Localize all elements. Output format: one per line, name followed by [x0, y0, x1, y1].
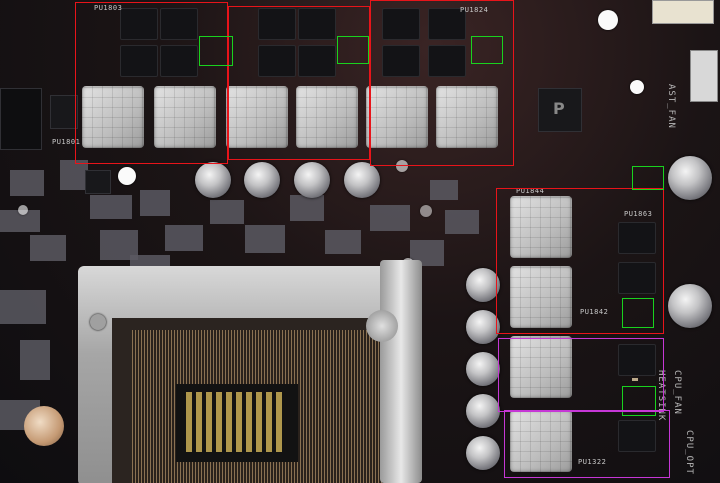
- pwm-controller: P: [538, 88, 582, 132]
- mosfet: [160, 45, 198, 77]
- silk-label: PU1322: [578, 458, 607, 466]
- choke: [510, 336, 572, 398]
- mosfet: [428, 45, 466, 77]
- mosfet: [618, 344, 656, 376]
- silk-label: PU1844: [516, 187, 545, 195]
- mosfet: [298, 8, 336, 40]
- capacitor: [466, 436, 500, 470]
- silk-label: PU1842: [580, 308, 609, 316]
- silk-label: PU1801: [52, 138, 81, 146]
- pin-header: [0, 88, 42, 150]
- capacitor: [466, 352, 500, 386]
- ic-chip: [85, 170, 111, 194]
- camo-pattern: [30, 235, 66, 261]
- fan-header: [690, 50, 718, 102]
- capacitor: [466, 268, 500, 302]
- mounting-hole: [630, 80, 644, 94]
- mosfet: [618, 420, 656, 452]
- mosfet: [258, 8, 296, 40]
- choke: [154, 86, 216, 148]
- annotation-box-green: [471, 36, 503, 64]
- annotation-box-green: [199, 36, 233, 66]
- capacitor: [244, 162, 280, 198]
- mosfet: [160, 8, 198, 40]
- camo-pattern: [370, 205, 410, 231]
- silk-label: PU1863: [624, 210, 653, 218]
- socket-center: [176, 384, 298, 462]
- mosfet: [120, 45, 158, 77]
- mosfet: [618, 262, 656, 294]
- mounting-hole: [598, 10, 618, 30]
- mounting-hole: [18, 205, 28, 215]
- camo-pattern: [445, 210, 479, 234]
- mosfet: [120, 8, 158, 40]
- annotation-box-green: [622, 386, 656, 416]
- load-lever: [380, 260, 422, 483]
- power-connector: [652, 0, 714, 24]
- camo-pattern: [20, 340, 50, 380]
- capacitor: [668, 284, 712, 328]
- camo-pattern: [430, 180, 458, 200]
- camo-pattern: [0, 290, 46, 324]
- camo-pattern: [10, 170, 44, 196]
- choke: [226, 86, 288, 148]
- mosfet: [428, 8, 466, 40]
- camo-pattern: [245, 225, 285, 253]
- choke: [510, 196, 572, 258]
- smd-resistor: [632, 378, 638, 381]
- controller-logo: P: [553, 99, 565, 118]
- mosfet: [258, 45, 296, 77]
- camo-pattern: [210, 200, 244, 224]
- socket-pivot: [90, 314, 106, 330]
- capacitor: [344, 162, 380, 198]
- annotation-box-green: [622, 298, 654, 328]
- silk-label: PU1803: [94, 4, 123, 12]
- ic-chip: [50, 95, 78, 129]
- capacitor: [466, 310, 500, 344]
- camo-pattern: [90, 195, 132, 219]
- mosfet: [382, 45, 420, 77]
- capacitor: [294, 162, 330, 198]
- camo-pattern: [60, 160, 88, 190]
- capacitor: [668, 156, 712, 200]
- mosfet: [298, 45, 336, 77]
- capacitor: [195, 162, 231, 198]
- camo-pattern: [0, 210, 40, 232]
- mounting-hole: [118, 167, 136, 185]
- choke: [436, 86, 498, 148]
- annotation-box-green: [632, 166, 664, 190]
- mosfet: [618, 222, 656, 254]
- mounting-hole: [420, 205, 432, 217]
- mosfet: [382, 8, 420, 40]
- silk-label: PU1824: [460, 6, 489, 14]
- socket-screw: [24, 406, 64, 446]
- silk-label-heatsink: HEATSINK: [656, 370, 666, 422]
- camo-pattern: [290, 195, 324, 221]
- silk-label-cpu-fan: CPU_FAN: [672, 370, 682, 415]
- choke: [366, 86, 428, 148]
- lever-screw: [366, 310, 398, 342]
- camo-pattern: [140, 190, 170, 216]
- choke: [296, 86, 358, 148]
- mounting-hole: [396, 160, 408, 172]
- silk-label-cpu-opt: CPU_OPT: [684, 430, 694, 475]
- choke: [82, 86, 144, 148]
- choke: [510, 266, 572, 328]
- camo-pattern: [325, 230, 361, 254]
- camo-pattern: [165, 225, 203, 251]
- silk-label-cha-fan: AST_FAN: [666, 84, 676, 129]
- capacitor: [466, 394, 500, 428]
- annotation-box-green: [337, 36, 369, 64]
- choke: [510, 410, 572, 472]
